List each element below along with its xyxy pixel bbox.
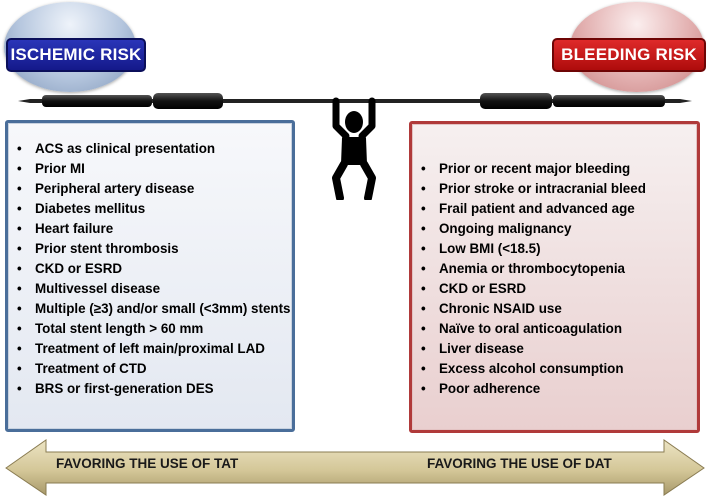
list-item: Heart failure xyxy=(13,219,291,239)
barbell-icon xyxy=(18,93,692,200)
list-item: Prior stent thrombosis xyxy=(13,239,291,259)
list-item: Peripheral artery disease xyxy=(13,179,291,199)
list-item: CKD or ESRD xyxy=(13,259,291,279)
list-item: Prior MI xyxy=(13,159,291,179)
bleeding-risk-title: BLEEDING RISK xyxy=(552,38,706,72)
list-item: Diabetes mellitus xyxy=(13,199,291,219)
list-item: Prior stroke or intracranial bleed xyxy=(417,179,695,199)
list-item: Excess alcohol consumption xyxy=(417,359,695,379)
list-item: Multiple (≥3) and/or small (<3mm) stents xyxy=(13,299,291,319)
bleeding-risk-list: Prior or recent major bleeding Prior str… xyxy=(417,159,695,399)
list-item: CKD or ESRD xyxy=(417,279,695,299)
list-item: Poor adherence xyxy=(417,379,695,399)
double-arrow-icon xyxy=(5,439,705,496)
ischemic-risk-title: ISCHEMIC RISK xyxy=(6,38,146,72)
list-item: Naïve to oral anticoagulation xyxy=(417,319,695,339)
ischemic-risk-box: ACS as clinical presentation Prior MI Pe… xyxy=(5,120,295,432)
list-item: ACS as clinical presentation xyxy=(13,139,291,159)
arrow-left-label: FAVORING THE USE OF TAT xyxy=(56,456,239,471)
list-item: Liver disease xyxy=(417,339,695,359)
bleeding-risk-box: Prior or recent major bleeding Prior str… xyxy=(409,121,700,433)
arrow-right-label: FAVORING THE USE OF DAT xyxy=(427,456,612,471)
list-item: Ongoing malignancy xyxy=(417,219,695,239)
list-item: Multivessel disease xyxy=(13,279,291,299)
list-item: Anemia or thrombocytopenia xyxy=(417,259,695,279)
list-item: BRS or first-generation DES xyxy=(13,379,291,399)
weightlifter-icon xyxy=(332,97,376,200)
list-item: Treatment of left main/proximal LAD xyxy=(13,339,291,359)
list-item: Low BMI (<18.5) xyxy=(417,239,695,259)
list-item: Treatment of CTD xyxy=(13,359,291,379)
list-item: Total stent length > 60 mm xyxy=(13,319,291,339)
ischemic-risk-list: ACS as clinical presentation Prior MI Pe… xyxy=(13,139,291,399)
list-item: Prior or recent major bleeding xyxy=(417,159,695,179)
list-item: Chronic NSAID use xyxy=(417,299,695,319)
list-item: Frail patient and advanced age xyxy=(417,199,695,219)
